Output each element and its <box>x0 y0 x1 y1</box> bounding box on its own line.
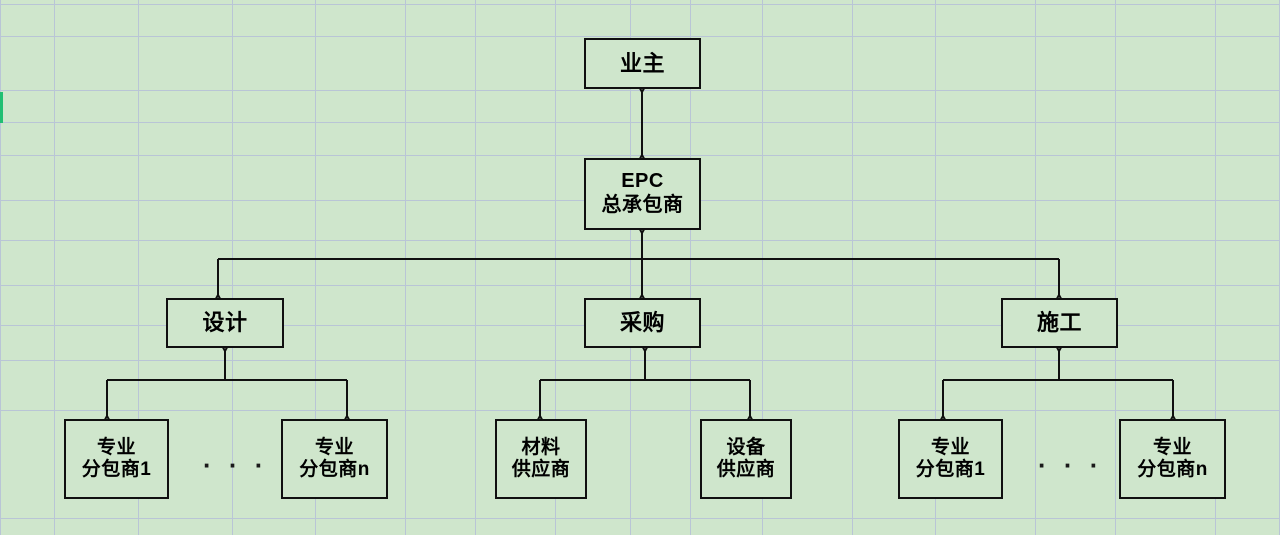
node-epc-line-2: 总承包商 <box>601 194 684 216</box>
ellipsis-design-subs: · · · <box>203 450 269 480</box>
node-material-supplier[interactable]: 材料 供应商 <box>495 419 587 499</box>
node-owner[interactable]: 业主 <box>584 38 701 89</box>
node-design-sub-last-line-2: 分包商n <box>299 459 370 480</box>
row-selection-marker <box>0 92 3 123</box>
node-construction-sub-first-line-2: 分包商1 <box>915 459 986 480</box>
node-design-sub-last-line-1: 专业 <box>314 436 354 458</box>
node-design-line-1: 设计 <box>202 310 248 336</box>
node-construction-sub-last-line-2: 分包商n <box>1137 459 1208 480</box>
node-material-supplier-line-1: 材料 <box>521 436 561 458</box>
node-epc-line-1: EPC <box>621 170 664 193</box>
node-equipment-supplier-line-1: 设备 <box>726 436 766 458</box>
node-construction-line-1: 施工 <box>1036 310 1082 336</box>
node-construction-sub-last[interactable]: 专业 分包商n <box>1119 419 1226 499</box>
node-material-supplier-line-2: 供应商 <box>511 459 571 480</box>
node-construction-sub-first[interactable]: 专业 分包商1 <box>898 419 1003 499</box>
node-design-sub-first[interactable]: 专业 分包商1 <box>64 419 169 499</box>
node-epc-contractor[interactable]: EPC 总承包商 <box>584 158 701 230</box>
node-design-sub-first-line-2: 分包商1 <box>81 459 152 480</box>
node-design-sub-last[interactable]: 专业 分包商n <box>281 419 388 499</box>
node-procurement-line-1: 采购 <box>619 310 665 336</box>
node-procurement[interactable]: 采购 <box>584 298 701 348</box>
node-equipment-supplier[interactable]: 设备 供应商 <box>700 419 792 499</box>
node-construction[interactable]: 施工 <box>1001 298 1118 348</box>
node-design[interactable]: 设计 <box>166 298 284 348</box>
node-design-sub-first-line-1: 专业 <box>96 436 136 458</box>
node-owner-line-1: 业主 <box>619 50 665 76</box>
node-equipment-supplier-line-2: 供应商 <box>716 459 776 480</box>
node-construction-sub-first-line-1: 专业 <box>930 436 970 458</box>
ellipsis-construction-subs: · · · <box>1038 450 1104 480</box>
node-construction-sub-last-line-1: 专业 <box>1152 436 1192 458</box>
